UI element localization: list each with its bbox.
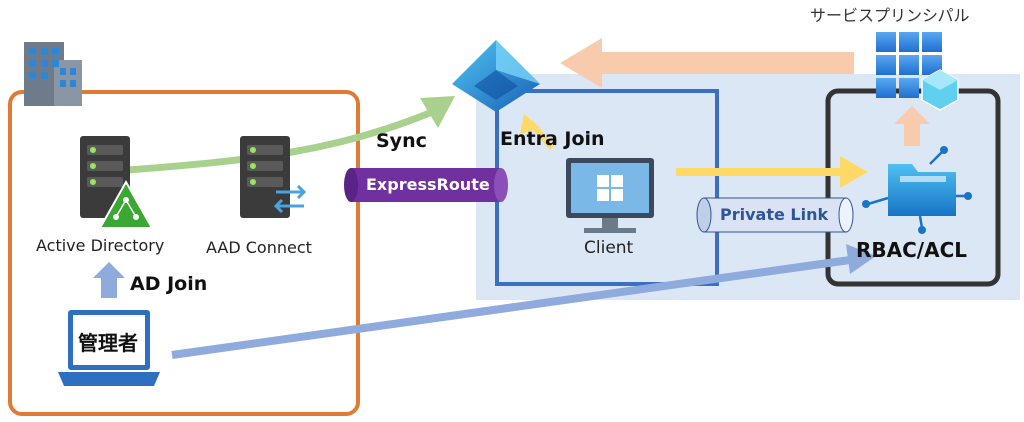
- sync-arrow: [127, 96, 455, 174]
- entra-join-arrow: [520, 114, 555, 150]
- service-principal-label: サービスプリンシパル: [810, 6, 970, 25]
- client-label: Client: [584, 238, 634, 258]
- sync-arrows-icon: [273, 184, 307, 214]
- admin-arrow: [171, 244, 876, 359]
- rbac-acl-label: RBAC/ACL: [856, 238, 968, 262]
- aad-connect-label: AAD Connect: [206, 238, 312, 257]
- windows-monitor-icon: [566, 158, 654, 233]
- admin-label: 管理者: [78, 331, 138, 355]
- sp-arrow: [560, 38, 854, 88]
- ad-triangle-icon: [98, 179, 154, 229]
- active-directory-label: Active Directory: [36, 236, 165, 255]
- entra-id-icon: [452, 40, 540, 112]
- expressroute-label: ExpressRoute: [366, 175, 490, 194]
- storage-folder-icon: [862, 146, 972, 234]
- private-link-label: Private Link: [720, 205, 829, 224]
- sp-up-arrow: [894, 106, 930, 146]
- ad-join-label: AD Join: [130, 273, 208, 295]
- entra-join-label: Entra Join: [500, 128, 605, 150]
- private-link-tube: [696, 197, 854, 233]
- ad-join-arrow: [93, 262, 125, 298]
- building-icon: [24, 42, 82, 106]
- service-principal-icon: [876, 32, 959, 111]
- expressroute-tube: [344, 168, 508, 202]
- laptop-icon: [58, 310, 160, 386]
- onprem-box: [8, 90, 360, 416]
- sync-label: Sync: [376, 130, 427, 152]
- server-icon: [240, 136, 290, 218]
- private-access-arrow: [676, 156, 868, 188]
